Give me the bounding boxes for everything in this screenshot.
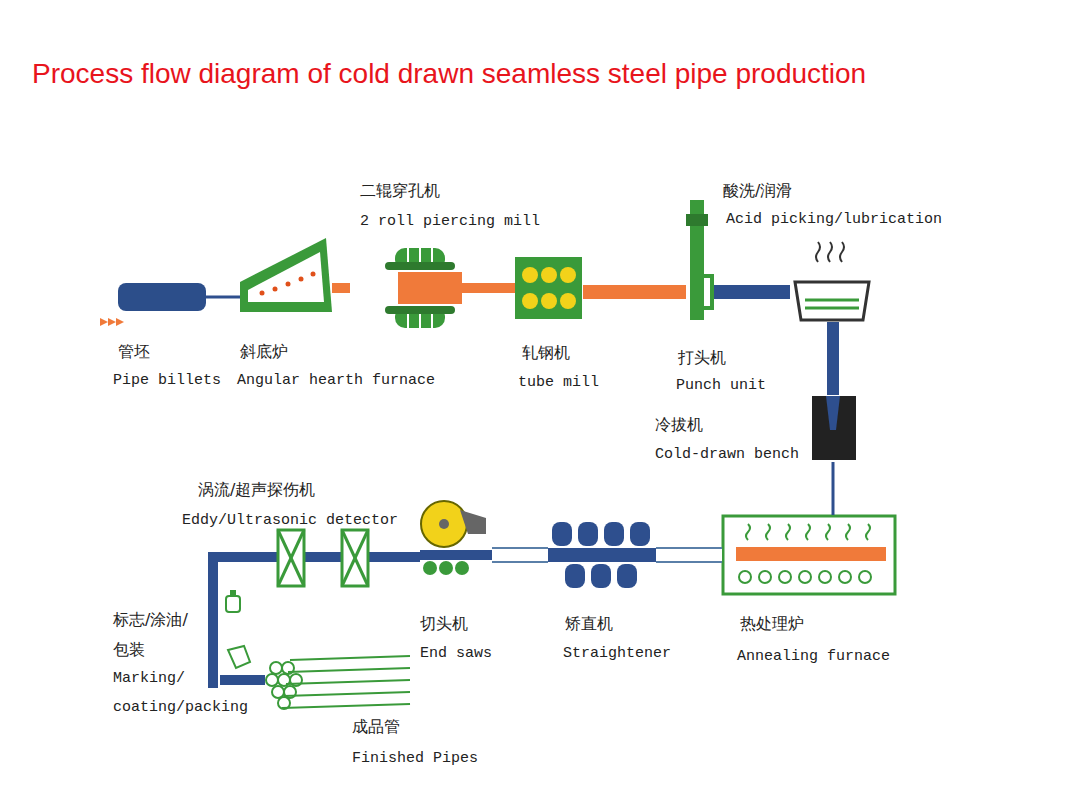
pipe-connector <box>833 462 834 515</box>
station-name-zh: 轧钢机 <box>522 338 570 368</box>
piercing-rolls <box>385 248 462 328</box>
station-name-zh: 切头机 <box>420 609 468 639</box>
station-name-zh: 矫直机 <box>565 609 613 639</box>
station-name-en: Marking/ coating/packing <box>113 664 263 722</box>
pipe-connector <box>656 555 722 556</box>
process-station: 斜底炉Angular hearth furnace <box>240 238 332 314</box>
feed-arrows <box>100 318 124 326</box>
pipe-segment <box>213 557 270 566</box>
pipe-segment <box>827 322 839 395</box>
pipe-segment <box>714 285 790 299</box>
station-name-zh: 管坯 <box>118 337 150 367</box>
pipe-connector <box>213 557 270 566</box>
pipe-segment <box>220 675 265 685</box>
pipe-segment <box>492 547 548 563</box>
process-station: 涡流/超声探伤机Eddy/Ultrasonic detector <box>270 525 392 587</box>
station-name-en: End saws <box>420 639 492 668</box>
process-station: 冷拔机Cold-drawn bench <box>810 395 856 462</box>
straightener-rolls <box>548 522 656 588</box>
station-name-en: Pipe billets <box>113 366 221 395</box>
process-station: 矫直机Straightener <box>548 520 656 590</box>
station-name-zh: 热处理炉 <box>740 609 804 639</box>
pipe-connector <box>392 557 420 558</box>
station-name-zh: 标志/涂油/ 包装 <box>113 605 207 665</box>
station-name-en: Eddy/Ultrasonic detector <box>182 506 398 535</box>
station-name-en: Punch unit <box>676 371 766 400</box>
pipe-segment <box>206 296 240 299</box>
pipe-bundle <box>266 656 410 709</box>
station-name-zh: 成品管 <box>352 712 400 742</box>
pipe-connector <box>492 555 548 556</box>
station-name-zh: 冷拔机 <box>655 410 703 440</box>
billet-shape <box>118 283 206 311</box>
station-name-en: 2 roll piercing mill <box>360 207 540 236</box>
station-name-zh: 涡流/超声探伤机 <box>198 475 315 505</box>
annealing-furnace <box>723 516 895 594</box>
station-name-zh: 斜底炉 <box>240 337 288 367</box>
pipe-segment <box>392 552 420 562</box>
station-name-en: Annealing furnace <box>737 642 890 671</box>
station-name-en: tube mill <box>518 368 599 397</box>
pipe-connector <box>206 297 240 298</box>
pipe-connector <box>583 292 686 293</box>
station-name-zh: 酸洗/润滑 <box>723 176 792 206</box>
station-name-en: Angular hearth furnace <box>237 366 435 395</box>
process-station: 管坯Pipe billets <box>118 282 206 312</box>
process-station: 轧钢机tube mill <box>515 256 583 320</box>
pipe-segment <box>656 549 722 561</box>
process-station: 成品管Finished Pipes <box>265 652 413 710</box>
pipe-connector <box>220 680 265 681</box>
pipe-segment <box>583 285 686 299</box>
process-station: 二辊穿孔机2 roll piercing mill <box>350 245 462 329</box>
process-station: 切头机End saws <box>420 498 492 578</box>
diagram-title: Process flow diagram of cold drawn seaml… <box>32 58 866 90</box>
drawing-bench <box>812 396 856 460</box>
process-station: 打头机Punch unit <box>686 198 714 322</box>
pipe-segment <box>332 283 350 293</box>
station-name-zh: 二辊穿孔机 <box>360 176 440 206</box>
station-name-en: Acid picking/lubrication <box>726 205 942 234</box>
pipe-segment <box>656 547 722 563</box>
station-name-en: Finished Pipes <box>352 744 478 773</box>
process-station: 酸洗/润滑Acid picking/lubrication <box>790 236 872 322</box>
pipe-connector <box>332 288 350 289</box>
tube-mill-stand <box>515 257 582 319</box>
pipe-segment <box>832 462 835 515</box>
station-name-en: Cold-drawn bench <box>655 440 799 469</box>
station-name-en: Straightener <box>563 639 671 668</box>
pipe-segment <box>492 549 548 561</box>
process-station: 热处理炉Annealing furnace <box>722 515 897 595</box>
pipe-connector <box>462 288 515 289</box>
marking-line <box>208 566 250 688</box>
acid-tank <box>795 242 869 320</box>
process-station: 标志/涂油/ 包装Marking/ coating/packing <box>206 566 220 688</box>
pipe-connector <box>833 322 834 395</box>
flaw-detector <box>270 530 392 586</box>
pipe-segment <box>462 283 515 293</box>
station-name-zh: 打头机 <box>678 343 726 373</box>
end-saw <box>420 501 492 575</box>
furnace-shape <box>240 238 332 312</box>
punch-press <box>686 200 712 320</box>
pipe-connector <box>714 292 790 293</box>
